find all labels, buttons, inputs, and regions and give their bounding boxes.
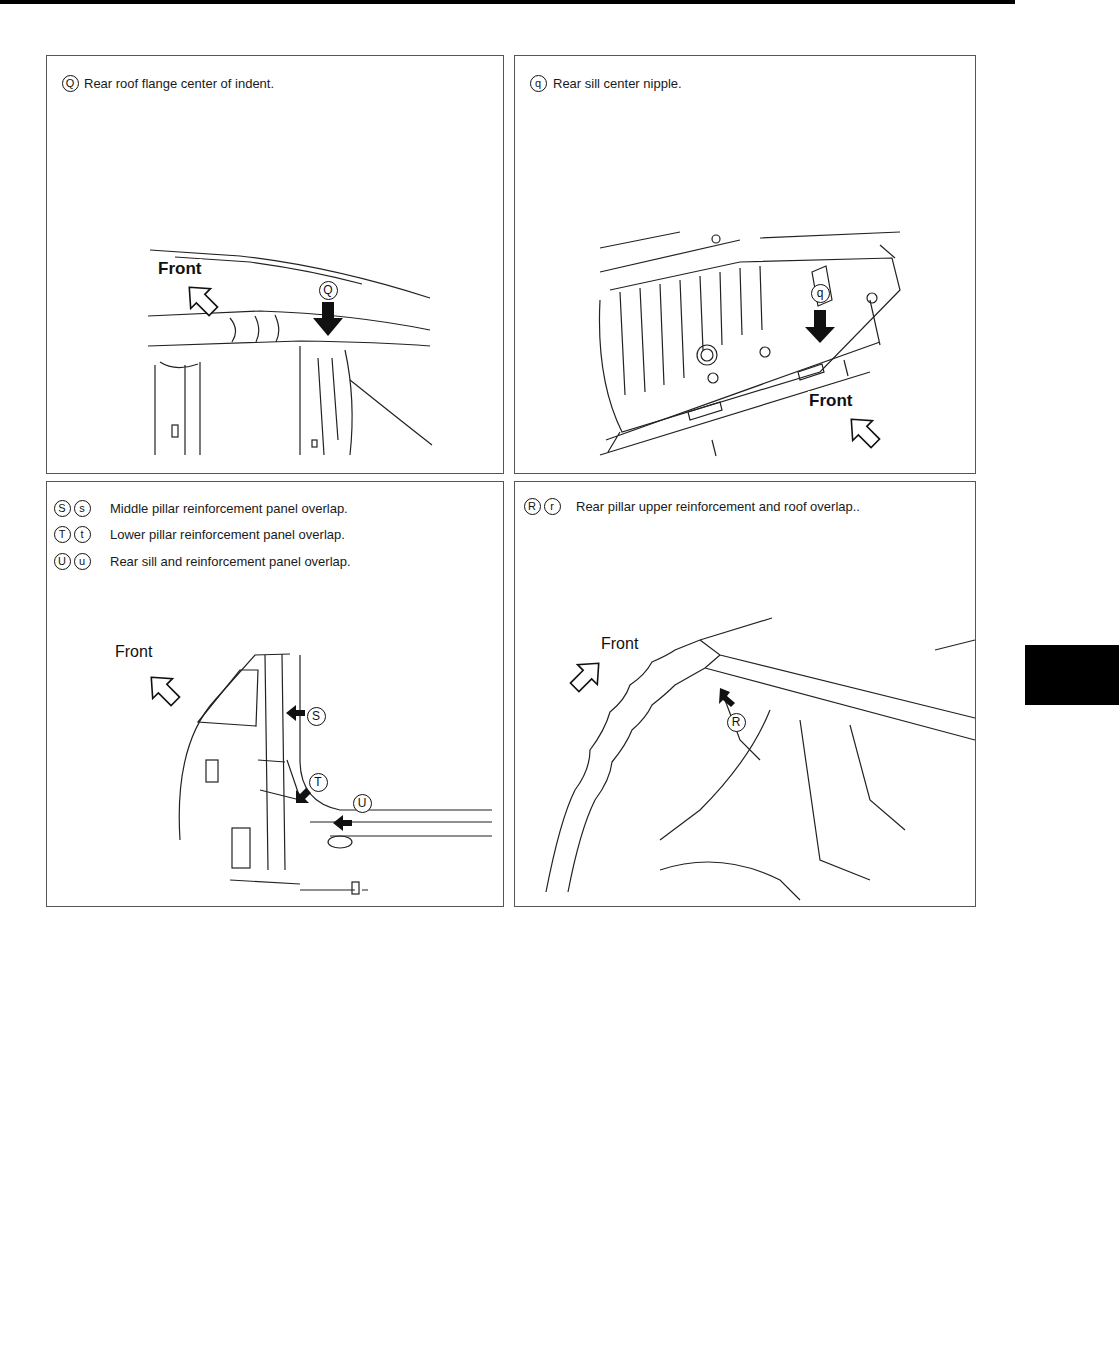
sill-bracket xyxy=(688,364,824,420)
callout-letter: t xyxy=(74,526,91,543)
panel-caption: Rear sill center nipple. xyxy=(553,76,682,92)
hole xyxy=(328,836,352,848)
body-outline xyxy=(179,654,290,840)
callout-letter: u xyxy=(74,553,91,570)
hole xyxy=(232,828,250,868)
panel-caption: Lower pillar reinforcement panel overlap… xyxy=(110,527,345,543)
floor-rib xyxy=(620,266,762,395)
pillar-inner xyxy=(660,700,770,840)
figure-panel: Rear sill center nipple. xyxy=(514,55,976,474)
rear-sill xyxy=(600,300,880,455)
callout-letter: U xyxy=(353,794,372,813)
roof-panel xyxy=(700,618,975,740)
front-arrow-shape xyxy=(565,653,609,697)
pillar-edge xyxy=(350,380,432,445)
panel-caption: Middle pillar reinforcement panel overla… xyxy=(110,501,348,517)
wheelhouse xyxy=(660,862,800,900)
pillar xyxy=(155,362,200,455)
front-arrow xyxy=(565,653,609,697)
hole xyxy=(701,349,713,361)
direction-label: Front xyxy=(600,634,639,653)
callout-letter: Q xyxy=(62,75,79,92)
front-arrow-shape xyxy=(141,667,185,711)
door-opening xyxy=(300,655,492,810)
hole xyxy=(867,293,877,303)
callout-letter: R xyxy=(727,713,746,732)
hole xyxy=(312,440,317,447)
roof-edge xyxy=(175,257,362,284)
front-arrow xyxy=(141,667,185,711)
trunk-illustration xyxy=(599,232,900,456)
pillar xyxy=(300,346,352,455)
front-arrow xyxy=(841,409,885,453)
top-rule xyxy=(0,0,1015,4)
panel-caption: Rear roof flange center of indent. xyxy=(84,76,274,92)
roof-rail xyxy=(148,311,430,330)
hole xyxy=(708,373,718,383)
pointer-arrow xyxy=(296,788,311,803)
hole xyxy=(172,425,178,437)
flange xyxy=(568,668,705,892)
front-arrow xyxy=(179,277,223,321)
pointer-arrow xyxy=(719,688,735,707)
hole xyxy=(697,345,717,365)
trunk-edge xyxy=(600,232,900,272)
inner-panel xyxy=(800,720,905,880)
edge xyxy=(935,640,975,650)
pillar-illustration xyxy=(546,618,975,900)
callout-letter: q xyxy=(811,284,830,303)
hole xyxy=(206,760,218,782)
callout-letter: r xyxy=(544,498,561,515)
panel-caption: Rear sill and reinforcement panel overla… xyxy=(110,554,351,570)
figure-panel: Middle pillar reinforcement panel overla… xyxy=(46,481,504,907)
callout-letter: s xyxy=(74,500,91,517)
callout-letter: q xyxy=(530,75,547,92)
direction-label: Front xyxy=(157,259,202,279)
direction-label: Front xyxy=(808,391,853,411)
reinforcement xyxy=(258,760,300,800)
pointer-arrow xyxy=(805,310,835,343)
callout-letter: Q xyxy=(319,281,338,300)
direction-label: Front xyxy=(114,642,153,661)
body-side-illustration xyxy=(141,654,492,894)
lower-edge xyxy=(230,880,368,890)
callout-letter: R xyxy=(524,498,541,515)
callout-letter: T xyxy=(309,773,328,792)
rail-indent xyxy=(230,315,279,342)
section-tab xyxy=(1025,645,1119,705)
front-arrow-shape xyxy=(179,277,223,321)
pointer-arrow xyxy=(313,302,343,336)
roof-rail xyxy=(148,341,430,346)
callout-letter: S xyxy=(307,707,326,726)
trunk-floor xyxy=(599,258,900,432)
figure-panel: Rear pillar upper reinforcement and roof… xyxy=(514,481,976,907)
figure-panel: Rear roof flange center of indent. xyxy=(46,55,504,474)
tab xyxy=(352,882,359,894)
front-arrow-shape xyxy=(841,409,885,453)
callout-letter: S xyxy=(54,500,71,517)
pointer-arrow xyxy=(286,705,305,721)
pointer-arrow xyxy=(333,815,352,831)
callout-letter: U xyxy=(54,553,71,570)
flange xyxy=(546,640,700,892)
quarter-window xyxy=(198,670,258,726)
roof-illustration xyxy=(148,250,432,455)
callout-letter: T xyxy=(54,526,71,543)
hole xyxy=(760,347,770,357)
panel-caption: Rear pillar upper reinforcement and roof… xyxy=(576,499,860,515)
hole xyxy=(712,235,720,243)
